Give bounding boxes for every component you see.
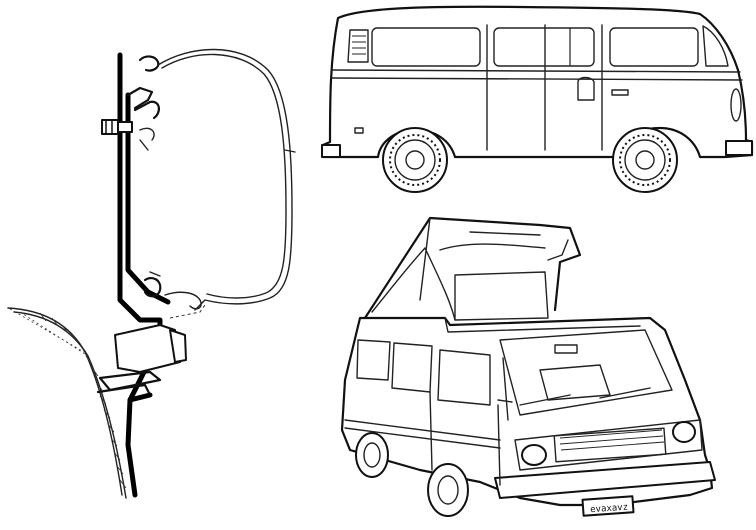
license-plate-text: evaxavz (590, 503, 629, 516)
headlight-right (672, 421, 696, 443)
mount-clamp (96, 324, 187, 403)
bus-window-1 (371, 27, 481, 67)
camper-grille (553, 427, 667, 463)
camper-window-3 (437, 349, 491, 406)
camper-wheel-front (427, 463, 469, 517)
awning-mount-cross-section (7, 48, 296, 499)
bus-body-outline (321, 5, 754, 159)
vw-camper-front-view: evaxavz (340, 216, 716, 517)
bus-window-2 (493, 27, 595, 67)
roof-tent-panel (454, 271, 549, 321)
body-panel-profile (7, 307, 127, 499)
rear-vent-icon (347, 29, 369, 63)
camper-wheel-rear (355, 432, 389, 478)
license-plate: evaxavz (581, 495, 635, 517)
rear-bumper (321, 144, 341, 158)
bus-window-3 (609, 27, 699, 67)
camper-bumper (494, 461, 716, 499)
bus-windshield (702, 25, 729, 67)
camper-window-2 (391, 342, 433, 393)
vw-bus-side-view (321, 5, 754, 193)
bus-wheel-rear (382, 127, 448, 193)
front-bumper (725, 140, 753, 156)
bolt-icon (101, 119, 133, 135)
pop-top-roof (363, 216, 582, 320)
bus-wheel-front (612, 127, 678, 193)
camper-window-1 (356, 339, 391, 381)
camper-front-panel (514, 419, 703, 471)
camper-windshield (499, 329, 673, 416)
headlight-left (521, 444, 547, 466)
awning-profile (157, 48, 293, 311)
